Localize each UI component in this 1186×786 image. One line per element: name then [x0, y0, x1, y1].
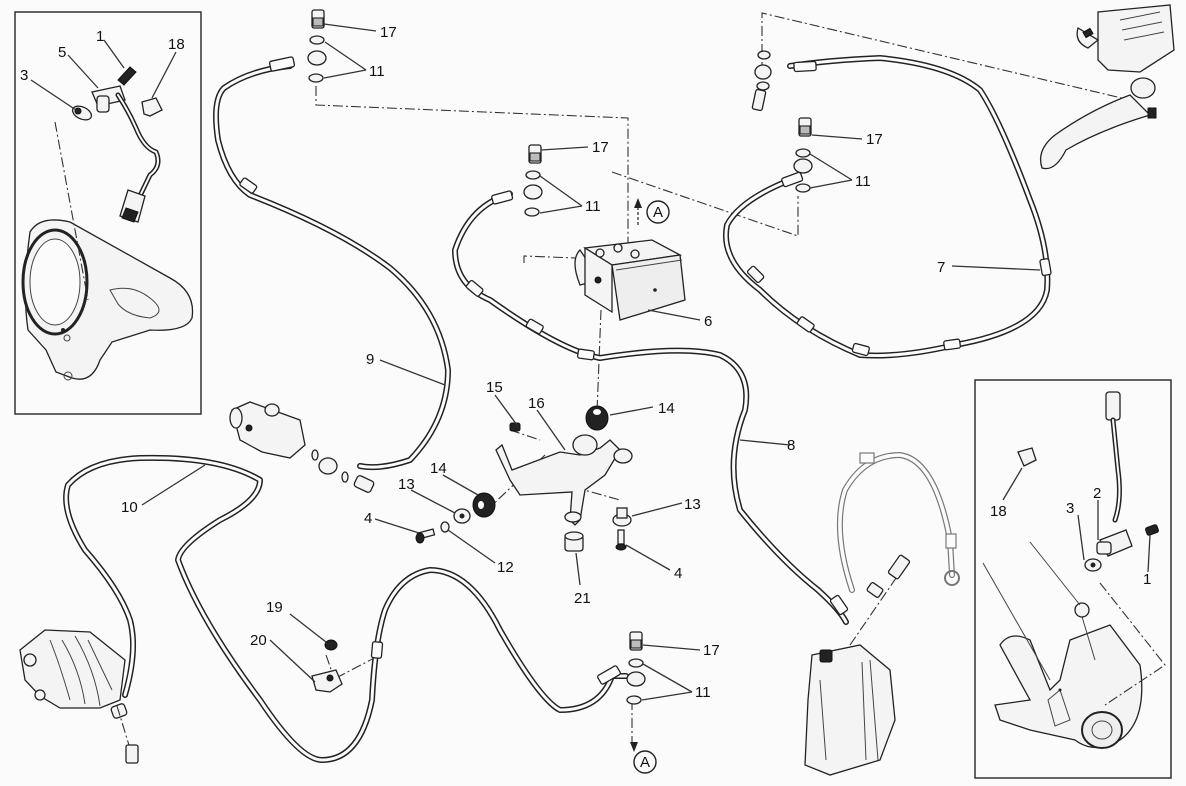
- callout-6-abs-unit: 6: [704, 313, 712, 330]
- callout-3-rear-shim: 3: [1066, 500, 1074, 517]
- callout-17-d: 17: [703, 642, 720, 659]
- callout-8-hose: 8: [787, 437, 795, 454]
- callout-17-a: 17: [380, 24, 397, 41]
- abs-control-unit: [574, 239, 686, 321]
- front-abs-sensor: [91, 85, 161, 223]
- callout-19-screw: 19: [266, 599, 283, 616]
- callout-14-pad-side: 14: [430, 460, 447, 477]
- rear-master-cylinder: [229, 401, 375, 493]
- shim-rear: [1084, 558, 1102, 572]
- callout-15-screw: 15: [486, 379, 503, 396]
- cable-clip-front: [141, 97, 163, 117]
- callout-4-screw-bottom: 4: [674, 565, 682, 582]
- callout-7-hose: 7: [937, 259, 945, 276]
- callout-13-spacer-bottom: 13: [684, 496, 701, 513]
- washer-12: [440, 521, 450, 533]
- callout-11-d: 11: [695, 684, 711, 701]
- callout-11-c: 11: [855, 173, 871, 190]
- callout-20-clamp: 20: [250, 632, 267, 649]
- cable-clip-rear: [1017, 447, 1037, 467]
- screw-15: [509, 422, 521, 432]
- callout-4-screw-side: 4: [364, 510, 372, 527]
- banjo-bolt-set-a: [307, 9, 327, 83]
- front-master-cylinder: [1039, 4, 1175, 170]
- callout-18-cable-clip: 18: [168, 36, 185, 53]
- screw-4-bottom: [615, 529, 627, 551]
- banjo-bolt-set-d: [626, 631, 646, 705]
- rubber-pad-21: [564, 531, 584, 552]
- abs-bracket: [495, 434, 633, 526]
- hose-clamp-20: [311, 669, 343, 693]
- callout-2-rear-sensor: 2: [1093, 485, 1101, 502]
- screw-rear-sensor: [1145, 524, 1159, 536]
- banjo-bolt-set-b: [523, 144, 543, 217]
- banjo-bolt-set-c: [793, 117, 813, 193]
- callout-21-pad: 21: [574, 590, 591, 607]
- front-brake-caliper: [804, 554, 911, 776]
- rear-brake-caliper: [19, 629, 139, 764]
- swingarm: [994, 602, 1143, 749]
- callout-14-pad-top: 14: [658, 400, 675, 417]
- hose-9-rear-master-to-abs: [213, 56, 451, 471]
- callout-18-rear-cable-clip: 18: [990, 503, 1007, 520]
- alignment-line: [54, 121, 89, 301]
- rubber-pad-14-side: [472, 492, 496, 518]
- callout-17-b: 17: [592, 139, 609, 156]
- screw-19: [324, 639, 338, 651]
- hose-abs-loop: [452, 190, 849, 625]
- spacer-13-side: [453, 508, 471, 524]
- screw-4-side: [415, 528, 436, 544]
- reference-marker-a-bottom: A: [640, 754, 650, 771]
- inset-rear-sensor: 18 2 3 1: [974, 379, 1172, 779]
- abs-reference-up: A: [634, 198, 670, 225]
- spacer-13-bottom: [612, 507, 632, 527]
- callout-3-shim: 3: [20, 67, 28, 84]
- callout-10-hose: 10: [121, 499, 138, 516]
- inset-frame-left: [14, 11, 202, 415]
- callout-13-spacer-side: 13: [398, 476, 415, 493]
- reference-marker-a-top: A: [653, 204, 663, 221]
- sprocket-cover: [21, 219, 194, 381]
- rubber-pad-14-top: [585, 405, 609, 431]
- callout-1-rear-screw: 1: [1143, 571, 1151, 588]
- callout-11-a: 11: [369, 63, 385, 80]
- banjo-master-cylinder: [751, 50, 772, 112]
- leader-lines: [141, 23, 1041, 701]
- callout-9-hose: 9: [366, 351, 374, 368]
- callout-5-front-sensor: 5: [58, 44, 66, 61]
- inset-front-sensor: 1 5 3 18: [14, 11, 202, 415]
- screw-front-sensor: [117, 66, 137, 86]
- hose-10-abs-to-rear-caliper: [63, 454, 629, 763]
- callout-17-c: 17: [866, 131, 883, 148]
- shim-front: [71, 105, 93, 121]
- abs-reference-down: A: [630, 742, 657, 774]
- hose-7-front-master-to-abs: [723, 55, 1052, 359]
- callout-16-bracket: 16: [528, 395, 545, 412]
- rear-abs-sensor: [1096, 391, 1133, 557]
- callout-labels: 17 11 17 11 17 11 7 6 9 8 10 15 16 14 14…: [121, 24, 945, 701]
- callout-12-washer: 12: [497, 559, 514, 576]
- callout-1-screw: 1: [96, 28, 104, 45]
- hose-front-right-caliper: [836, 451, 960, 593]
- callout-11-b: 11: [585, 198, 601, 215]
